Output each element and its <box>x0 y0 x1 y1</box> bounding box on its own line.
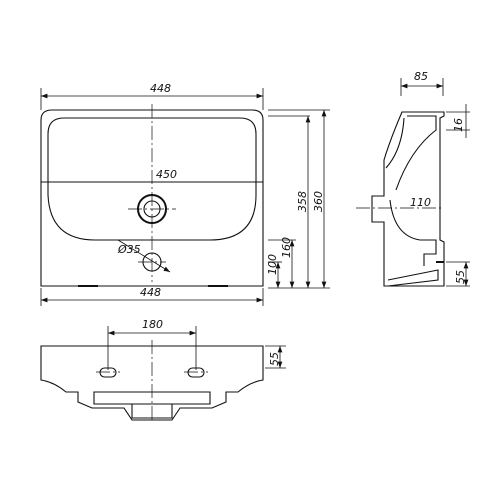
label-inner-width: 450 <box>156 168 177 181</box>
side-body <box>371 111 445 287</box>
label-height-358: 358 <box>296 191 309 212</box>
label-hole-spacing: 180 <box>142 318 163 331</box>
label-side-tap: 110 <box>410 196 431 209</box>
plan-view: 180 55 <box>40 318 286 422</box>
label-plan-height: 55 <box>268 352 281 366</box>
label-height-100: 100 <box>266 254 279 275</box>
label-side-top: 16 <box>452 118 465 132</box>
bowl-curve <box>47 182 257 241</box>
basin-outline <box>40 109 264 287</box>
label-height-360: 360 <box>312 191 325 212</box>
label-drain-dia: Ø35 <box>117 243 141 256</box>
side-bowl-front <box>385 117 405 169</box>
plan-outline <box>40 345 264 421</box>
tap-hole-left <box>99 367 117 378</box>
label-side-bottom: 55 <box>454 270 467 284</box>
side-foot <box>387 269 439 287</box>
label-height-160: 160 <box>280 237 293 258</box>
label-side-depth: 85 <box>414 70 428 83</box>
tap-hole-right <box>187 367 205 378</box>
label-bottom-width: 448 <box>140 286 161 299</box>
side-trap <box>389 199 437 266</box>
side-bowl-back <box>395 115 437 191</box>
side-view: 85 110 16 55 <box>356 70 470 287</box>
dim-line-drain <box>117 239 171 273</box>
label-top-width: 448 <box>150 82 171 95</box>
plan-bowl <box>93 391 211 405</box>
bowl-top <box>47 117 257 183</box>
front-view: 448 Ø35 450 448 <box>40 82 330 306</box>
